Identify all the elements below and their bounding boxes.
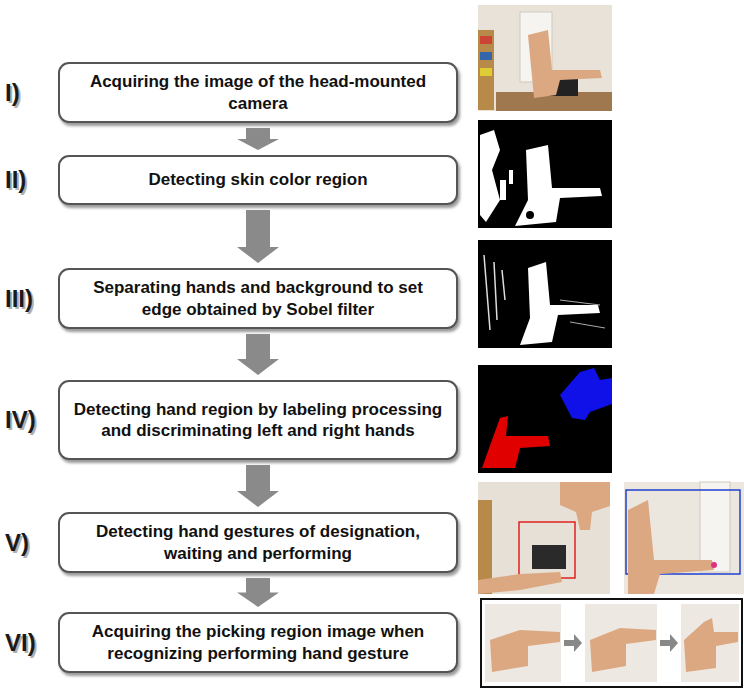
process-box: II)Detecting skin color region	[58, 155, 458, 205]
step-number: II)	[5, 166, 53, 194]
step-text: Acquiring the image of the head-mounted …	[60, 71, 456, 114]
skin-mask-image	[478, 120, 612, 228]
camera-photo	[478, 5, 612, 111]
gesture-photo	[624, 482, 744, 594]
step-text: Acquiring the picking region image when …	[60, 621, 456, 664]
process-box: IV)Detecting hand region by labeling pro…	[58, 380, 458, 460]
step-text: Detecting hand region by labeling proces…	[60, 399, 456, 442]
process-box: VI)Acquiring the picking region image wh…	[58, 612, 458, 673]
gesture-sequence-frame	[481, 599, 742, 687]
labeled-hands-image	[478, 365, 612, 473]
step-number: I)	[5, 79, 53, 107]
process-box: III)Separating hands and background to s…	[58, 268, 458, 329]
step-text: Detecting skin color region	[136, 169, 379, 190]
flow-arrow	[237, 465, 279, 507]
process-box: I)Acquiring the image of the head-mounte…	[58, 62, 458, 123]
step-number: IV)	[5, 406, 53, 434]
step-text: Separating hands and background to set e…	[60, 277, 456, 320]
flow-arrow	[237, 210, 279, 263]
flow-arrow	[237, 334, 279, 375]
flow-arrow	[237, 578, 279, 607]
process-box: V)Detecting hand gestures of designation…	[58, 512, 458, 573]
step-number: VI)	[5, 629, 53, 657]
step-text: Detecting hand gestures of designation, …	[60, 521, 456, 564]
step-number: V)	[5, 529, 53, 557]
step-number: III)	[5, 285, 53, 313]
flow-arrow	[237, 128, 279, 150]
edge-mask-image	[478, 240, 612, 348]
gesture-photo	[478, 482, 610, 594]
